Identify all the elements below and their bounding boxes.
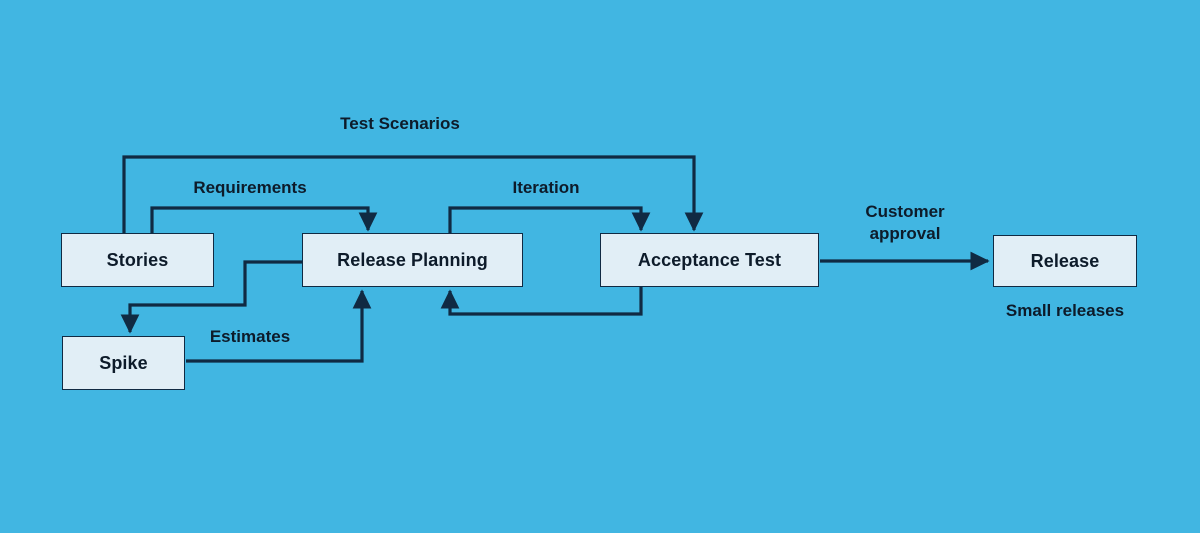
edge-label-requirements: Requirements [193, 178, 307, 197]
node-release[interactable]: Release [993, 235, 1137, 287]
caption-small-releases: Small releases [1005, 301, 1125, 320]
edge-label-estimates: Estimates [209, 327, 291, 346]
edge-label-iteration: Iteration [512, 178, 580, 197]
connector-test-scenarios [122, 155, 704, 234]
node-stories[interactable]: Stories [61, 233, 214, 287]
edge-label-customer-approval: Customer approval [865, 202, 945, 243]
node-acceptance-test-label: Acceptance Test [637, 249, 782, 270]
node-release-planning-label: Release Planning [337, 249, 488, 270]
node-release-planning[interactable]: Release Planning [302, 233, 523, 287]
connector-acceptance-to-release-planning [440, 287, 643, 316]
connector-estimates [186, 289, 372, 363]
connector-stories-to-spike [120, 287, 247, 334]
connector-iteration [448, 206, 651, 234]
node-release-label: Release [1030, 250, 1100, 271]
connector-requirements [150, 206, 378, 234]
node-acceptance-test[interactable]: Acceptance Test [600, 233, 819, 287]
edge-label-test-scenarios: Test Scenarios [340, 114, 460, 133]
node-spike[interactable]: Spike [62, 336, 185, 390]
node-stories-label: Stories [106, 249, 169, 270]
node-spike-label: Spike [99, 352, 148, 373]
connector-stories-to-release-planning [243, 260, 303, 287]
